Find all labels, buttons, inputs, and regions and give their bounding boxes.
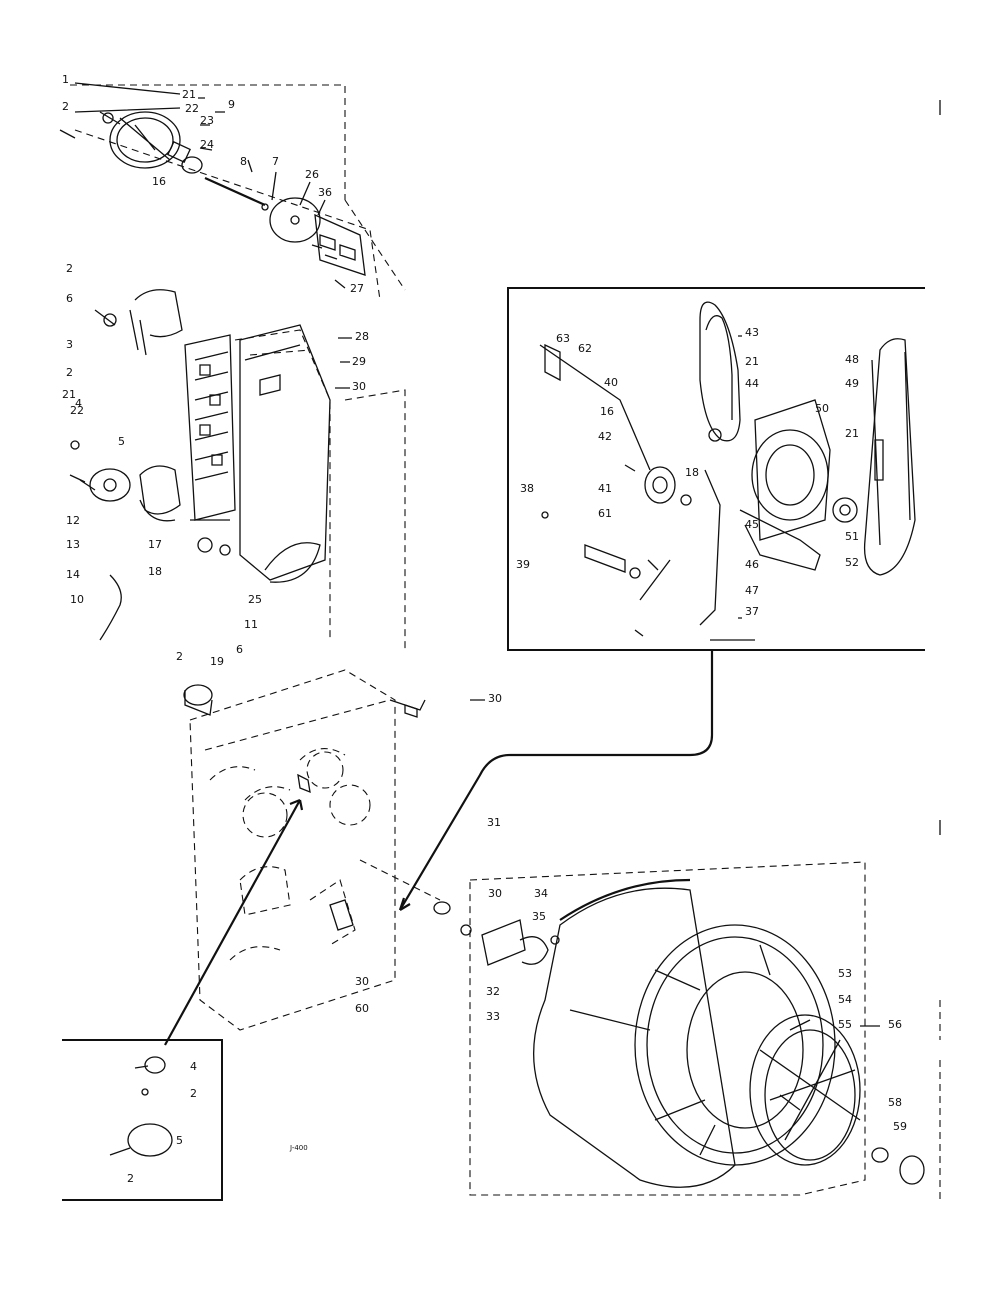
- callout-17: 17: [148, 538, 162, 551]
- callout-29: 29: [352, 355, 366, 368]
- callout-55: 55: [838, 1018, 852, 1031]
- callout-61: 61: [598, 507, 612, 520]
- callout-30: 30: [352, 380, 366, 393]
- callout-30d: 30: [355, 975, 369, 988]
- callout-6b: 6: [236, 643, 243, 656]
- callout-58: 58: [888, 1096, 902, 1109]
- callout-48: 48: [845, 353, 859, 366]
- callout-39: 39: [516, 558, 530, 571]
- callout-1: 1: [62, 73, 69, 86]
- callout-54: 54: [838, 993, 852, 1006]
- callout-25: 25: [248, 593, 262, 606]
- callout-50: 50: [815, 402, 829, 415]
- callout-16b: 16: [600, 405, 614, 418]
- callout-49: 49: [845, 377, 859, 390]
- callout-41: 41: [598, 482, 612, 495]
- callout-19: 19: [210, 655, 224, 668]
- callout-26: 26: [305, 168, 319, 181]
- callout-63: 63: [556, 332, 570, 345]
- door-switch-inset: [62, 1039, 223, 1201]
- callout-33: 33: [486, 1010, 500, 1023]
- code-label: J-400: [289, 1144, 308, 1152]
- callout-37: 37: [745, 605, 759, 618]
- callout-30b: 30: [488, 692, 502, 705]
- callout-38: 38: [520, 482, 534, 495]
- callout-52: 52: [845, 556, 859, 569]
- callout-32: 32: [486, 985, 500, 998]
- callout-7: 7: [272, 155, 279, 168]
- leader-line-motor-to-drum: [399, 650, 714, 911]
- callout-59: 59: [893, 1120, 907, 1133]
- leader-line-inset: [164, 799, 301, 1046]
- callout-6: 6: [66, 292, 73, 305]
- callout-36: 36: [318, 186, 332, 199]
- callout-labels: 1 21 2 22 9 23 24 16 8 7 26 36 27 2 6 3 …: [62, 73, 907, 1185]
- callout-56: 56: [888, 1018, 902, 1031]
- callout-45: 45: [745, 518, 759, 531]
- callout-30c: 30: [488, 887, 502, 900]
- callout-11: 11: [244, 618, 258, 631]
- callout-43: 43: [745, 326, 759, 339]
- callout-51: 51: [845, 530, 859, 543]
- motor-assembly-inset: [507, 287, 925, 651]
- callout-21d: 21: [845, 427, 859, 440]
- callout-2f: 2: [127, 1172, 134, 1185]
- callout-28: 28: [355, 330, 369, 343]
- callout-40: 40: [604, 376, 618, 389]
- callout-22: 22: [185, 102, 199, 115]
- callout-18: 18: [148, 565, 162, 578]
- callout-2e: 2: [190, 1087, 197, 1100]
- callout-18b: 18: [685, 466, 699, 479]
- callout-13: 13: [66, 538, 80, 551]
- callout-8: 8: [240, 155, 247, 168]
- callout-2c: 2: [66, 366, 73, 379]
- callout-31: 31: [487, 816, 501, 829]
- callout-14: 14: [66, 568, 80, 581]
- callout-27: 27: [350, 282, 364, 295]
- callout-53: 53: [838, 967, 852, 980]
- callout-44: 44: [745, 377, 759, 390]
- blower-fan-assembly: [59, 84, 406, 301]
- drum-assembly: [433, 861, 941, 1200]
- callout-3: 3: [66, 338, 73, 351]
- rear-panel-assembly: [69, 289, 406, 650]
- callout-12: 12: [66, 514, 80, 527]
- callout-24: 24: [200, 138, 214, 151]
- callout-16: 16: [152, 175, 166, 188]
- callout-60: 60: [355, 1002, 369, 1015]
- callout-47: 47: [745, 584, 759, 597]
- callout-2b: 2: [66, 262, 73, 275]
- callout-34: 34: [534, 887, 548, 900]
- callout-35: 35: [532, 910, 546, 923]
- callout-21c: 21: [745, 355, 759, 368]
- callout-46: 46: [745, 558, 759, 571]
- callout-21: 21: [182, 88, 196, 101]
- callout-9: 9: [228, 98, 235, 111]
- callout-2: 2: [62, 100, 69, 113]
- callout-10: 10: [70, 593, 84, 606]
- callout-62: 62: [578, 342, 592, 355]
- callout-4: 4: [75, 397, 82, 410]
- callout-5b: 5: [176, 1134, 183, 1147]
- callout-2d: 2: [176, 650, 183, 663]
- callout-22b: 22: [70, 404, 84, 417]
- callout-21b: 21: [62, 388, 76, 401]
- callout-23: 23: [200, 114, 214, 127]
- callout-42: 42: [598, 430, 612, 443]
- cabinet-bulkhead: [183, 669, 426, 1031]
- callout-5: 5: [118, 435, 125, 448]
- callout-4b: 4: [190, 1060, 197, 1073]
